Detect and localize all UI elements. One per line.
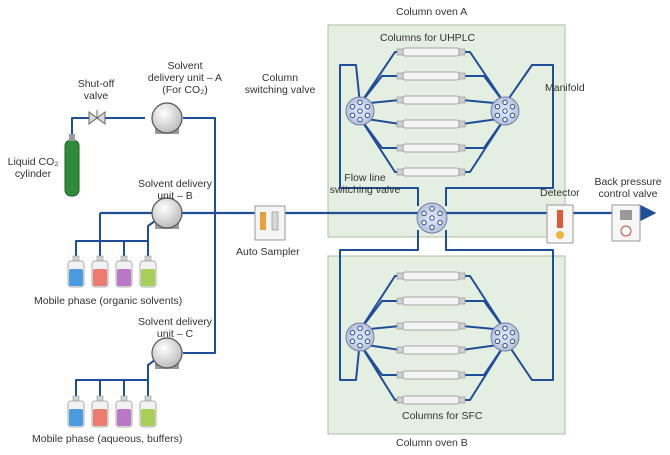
solvent-unit-b-label: Solvent delivery unit – B — [137, 178, 213, 202]
uhplc-right-manifold-valve — [490, 96, 520, 126]
uhplc-column-6 — [396, 167, 466, 177]
manifold-label: Manifold — [545, 82, 585, 94]
sfc-column-5 — [396, 370, 466, 380]
oven-a-label: Column oven A — [396, 6, 468, 18]
organic-bottle-3 — [115, 255, 133, 288]
oven-b-label: Column oven B — [396, 437, 468, 449]
auto-sampler-label: Auto Sampler — [236, 246, 300, 258]
columns-sfc-label: Columns for SFC — [402, 410, 483, 422]
uhplc-column-3 — [396, 95, 466, 105]
solvent-delivery-unit-a — [151, 102, 183, 134]
uhplc-column-5 — [396, 143, 466, 153]
shutoff-valve-icon — [88, 110, 106, 125]
solvent-delivery-unit-b — [151, 197, 183, 229]
sfc-column-4 — [396, 345, 466, 355]
solvent-unit-c-label: Solvent delivery unit – C — [137, 316, 213, 340]
back-pressure-label: Back pressure control valve — [594, 176, 662, 200]
solvent-delivery-unit-c — [151, 337, 183, 369]
aqueous-bottle-2 — [91, 395, 109, 428]
columns-uhplc-label: Columns for UHPLC — [380, 32, 476, 44]
sfc-right-manifold-valve — [490, 322, 520, 352]
sfc-column-6 — [396, 395, 466, 405]
back-pressure-valve-icon — [611, 204, 641, 242]
organic-bottle-2 — [91, 255, 109, 288]
mobile-phase-aqueous-label: Mobile phase (aqueous, buffers) — [32, 433, 183, 445]
organic-bottle-1 — [67, 255, 85, 288]
auto-sampler-icon — [254, 205, 286, 241]
sfc-left-switching-valve — [345, 322, 375, 352]
detector-label: Detector — [540, 187, 580, 199]
flow-line-switching-valve — [416, 202, 448, 234]
sfc-column-3 — [396, 321, 466, 331]
flow-lines — [71, 51, 554, 401]
liquid-co2-label: Liquid CO₂ cylinder — [7, 156, 59, 180]
uhplc-column-1 — [396, 47, 466, 57]
solvent-unit-a-label: Solvent delivery unit – A (For CO₂) — [147, 60, 223, 96]
column-switching-valve-label: Column switching valve — [244, 72, 316, 96]
aqueous-bottle-1 — [67, 395, 85, 428]
organic-bottle-4 — [139, 255, 157, 288]
aqueous-bottle-3 — [115, 395, 133, 428]
uhplc-column-2 — [396, 71, 466, 81]
aqueous-bottle-4 — [139, 395, 157, 428]
co2-cylinder-icon — [64, 134, 80, 197]
sfc-column-1 — [396, 271, 466, 281]
flow-line-switching-valve-label: Flow line switching valve — [329, 172, 401, 196]
mobile-phase-organic-label: Mobile phase (organic solvents) — [34, 295, 183, 307]
uhplc-left-switching-valve — [345, 96, 375, 126]
sfc-column-2 — [396, 296, 466, 306]
detector-icon — [546, 204, 574, 244]
uhplc-column-4 — [396, 119, 466, 129]
shutoff-valve-label: Shut-off valve — [77, 78, 115, 102]
